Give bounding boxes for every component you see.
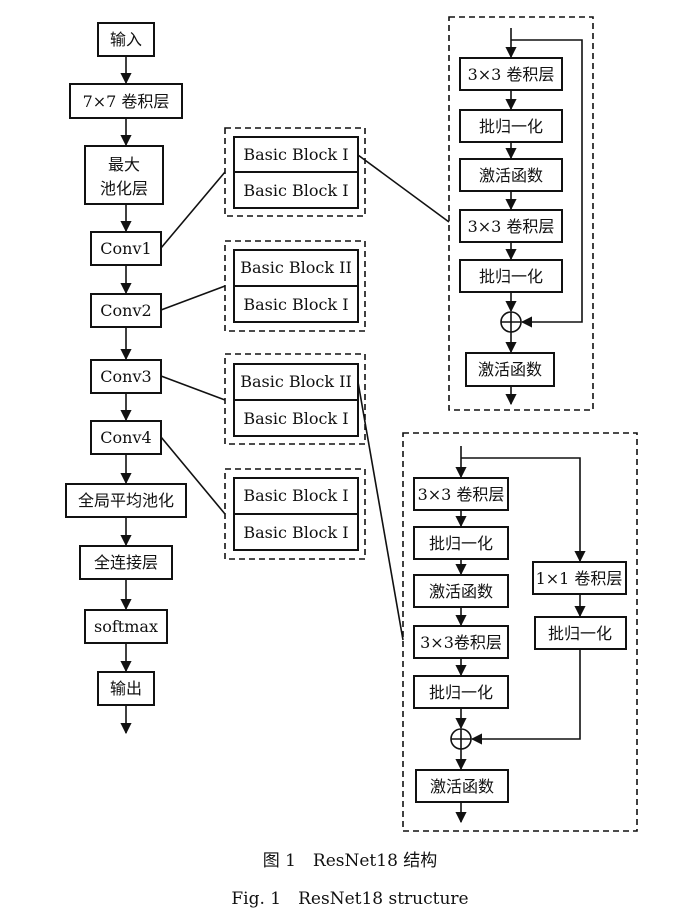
- stage3-bottom-block: [233, 399, 359, 437]
- basic-block-ii-detail: 3×3 卷积层 批归一化 激活函数 3×3卷积层 批归一化 激活函数 1×1 卷…: [402, 432, 638, 832]
- conv1-box: [90, 231, 162, 266]
- stage2-top-block: [233, 249, 359, 287]
- block-ii-shortcut-bn-box: [534, 616, 627, 650]
- block-i-act-a-label: 激活函数: [479, 166, 543, 185]
- block-ii-shortcut-bn-label: 批归一化: [548, 624, 612, 643]
- stage-blocks: Basic Block I Basic Block I Basic Block …: [160, 127, 450, 641]
- stage1-bottom-label: Basic Block I: [243, 181, 348, 200]
- maxpool-box: [84, 145, 164, 205]
- block-i-conv-a-box: [459, 57, 563, 91]
- block-ii-bn-a-box: [413, 526, 509, 560]
- maxpool-label-line2: 池化层: [100, 179, 148, 198]
- block-i-conv-b-label: 3×3 卷积层: [468, 217, 555, 236]
- detail-zoom-lines: [357, 154, 450, 641]
- block-ii-bn-b-label: 批归一化: [429, 683, 493, 702]
- stage1-top-block: [233, 136, 359, 173]
- caption-zh: 图 1 ResNet18 结构: [263, 851, 438, 871]
- conv7-label: 7×7 卷积层: [83, 92, 170, 111]
- stage3-top-label: Basic Block II: [240, 372, 352, 391]
- maxpool-label-line1: 最大: [108, 155, 140, 174]
- caption-en: Fig. 1 ResNet18 structure: [231, 889, 468, 909]
- block-ii-conv-b-box: [413, 625, 509, 659]
- stage2-bottom-block: [233, 285, 359, 323]
- block-ii-dashed-frame: [402, 432, 638, 832]
- conv3-box: [90, 359, 162, 394]
- stage3-bottom-label: Basic Block I: [243, 409, 348, 428]
- block-i-bn-a-label: 批归一化: [479, 117, 543, 136]
- stage-block-conv1: Basic Block I Basic Block I: [224, 127, 366, 217]
- block-ii-act-out-label: 激活函数: [430, 777, 494, 796]
- stage1-top-label: Basic Block I: [243, 145, 348, 164]
- conv1-label: Conv1: [100, 239, 151, 258]
- main-flow: 输入 7×7 卷积层 最大 池化层 Conv1 Conv2 Conv3 Conv…: [65, 22, 187, 735]
- block-ii-conv-a-label: 3×3 卷积层: [418, 485, 505, 504]
- block-ii-conv-b-label: 3×3卷积层: [420, 633, 502, 652]
- block-i-dashed-frame: [448, 16, 594, 411]
- stage-block-conv2: Basic Block II Basic Block I: [224, 240, 366, 332]
- conv4-label: Conv4: [100, 428, 151, 447]
- stage4-bottom-block: [233, 513, 359, 551]
- stage-block-conv3: Basic Block II Basic Block I: [224, 353, 366, 445]
- block-ii-bn-a-label: 批归一化: [429, 534, 493, 553]
- fc-label: 全连接层: [94, 553, 158, 572]
- block-i-conv-a-label: 3×3 卷积层: [468, 65, 555, 84]
- gap-label: 全局平均池化: [78, 491, 174, 510]
- block-ii-shortcut-conv-label: 1×1 卷积层: [536, 569, 623, 588]
- block-ii-add-icon: [450, 728, 472, 750]
- block-i-act-out-label: 激活函数: [478, 360, 542, 379]
- block-ii-act-out-box: [415, 769, 509, 803]
- conv2-label: Conv2: [100, 301, 151, 320]
- stage3-dashed-frame: [224, 353, 366, 445]
- block-i-add-icon: [500, 311, 522, 333]
- stage4-bottom-label: Basic Block I: [243, 523, 348, 542]
- stage2-bottom-label: Basic Block I: [243, 295, 348, 314]
- stage-connectors: [160, 171, 226, 515]
- stage2-top-label: Basic Block II: [240, 258, 352, 277]
- basic-block-i-detail: 3×3 卷积层 批归一化 激活函数 3×3 卷积层 批归一化 激活函数: [448, 16, 594, 411]
- stage1-bottom-block: [233, 171, 359, 209]
- input-label: 输入: [110, 30, 142, 49]
- gap-box: [65, 483, 187, 518]
- stage-block-conv4: Basic Block I Basic Block I: [224, 468, 366, 560]
- stage4-top-block: [233, 477, 359, 515]
- softmax-label: softmax: [94, 617, 158, 636]
- block-ii-arrows: [455, 446, 586, 824]
- block-ii-act-a-label: 激活函数: [429, 582, 493, 601]
- block-i-bn-b-label: 批归一化: [479, 267, 543, 286]
- conv3-label: Conv3: [100, 367, 151, 386]
- block-i-arrows: [505, 28, 583, 406]
- output-label: 输出: [110, 679, 142, 698]
- stage4-top-label: Basic Block I: [243, 486, 348, 505]
